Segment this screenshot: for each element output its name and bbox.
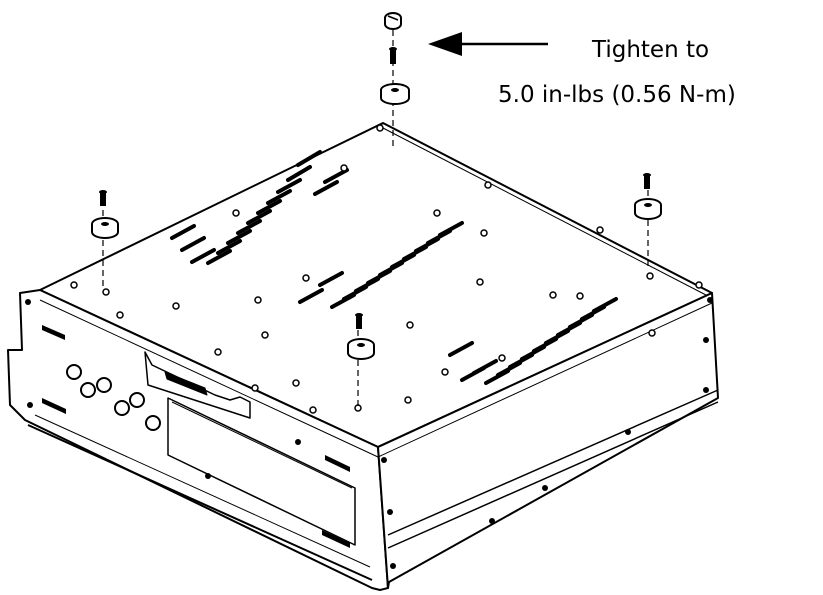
spacer-right bbox=[634, 198, 662, 220]
screw-front bbox=[355, 313, 363, 329]
callout-text-line-2: 5.0 in-lbs (0.56 N-m) bbox=[498, 82, 736, 108]
screw-left bbox=[99, 190, 107, 206]
front-panel-ports bbox=[66, 364, 161, 431]
spacer-left bbox=[91, 217, 119, 239]
vent-slots bbox=[170, 150, 618, 385]
spacer-top bbox=[380, 83, 410, 105]
screw-right bbox=[643, 173, 651, 189]
spacer-front bbox=[347, 338, 375, 360]
screw-top bbox=[389, 47, 397, 64]
mounting-holes bbox=[70, 124, 703, 414]
callout-arrow bbox=[428, 32, 548, 56]
knob-top bbox=[384, 12, 402, 30]
front-panel-opening bbox=[167, 397, 356, 546]
callout-text-line-1: Tighten to bbox=[592, 37, 710, 63]
